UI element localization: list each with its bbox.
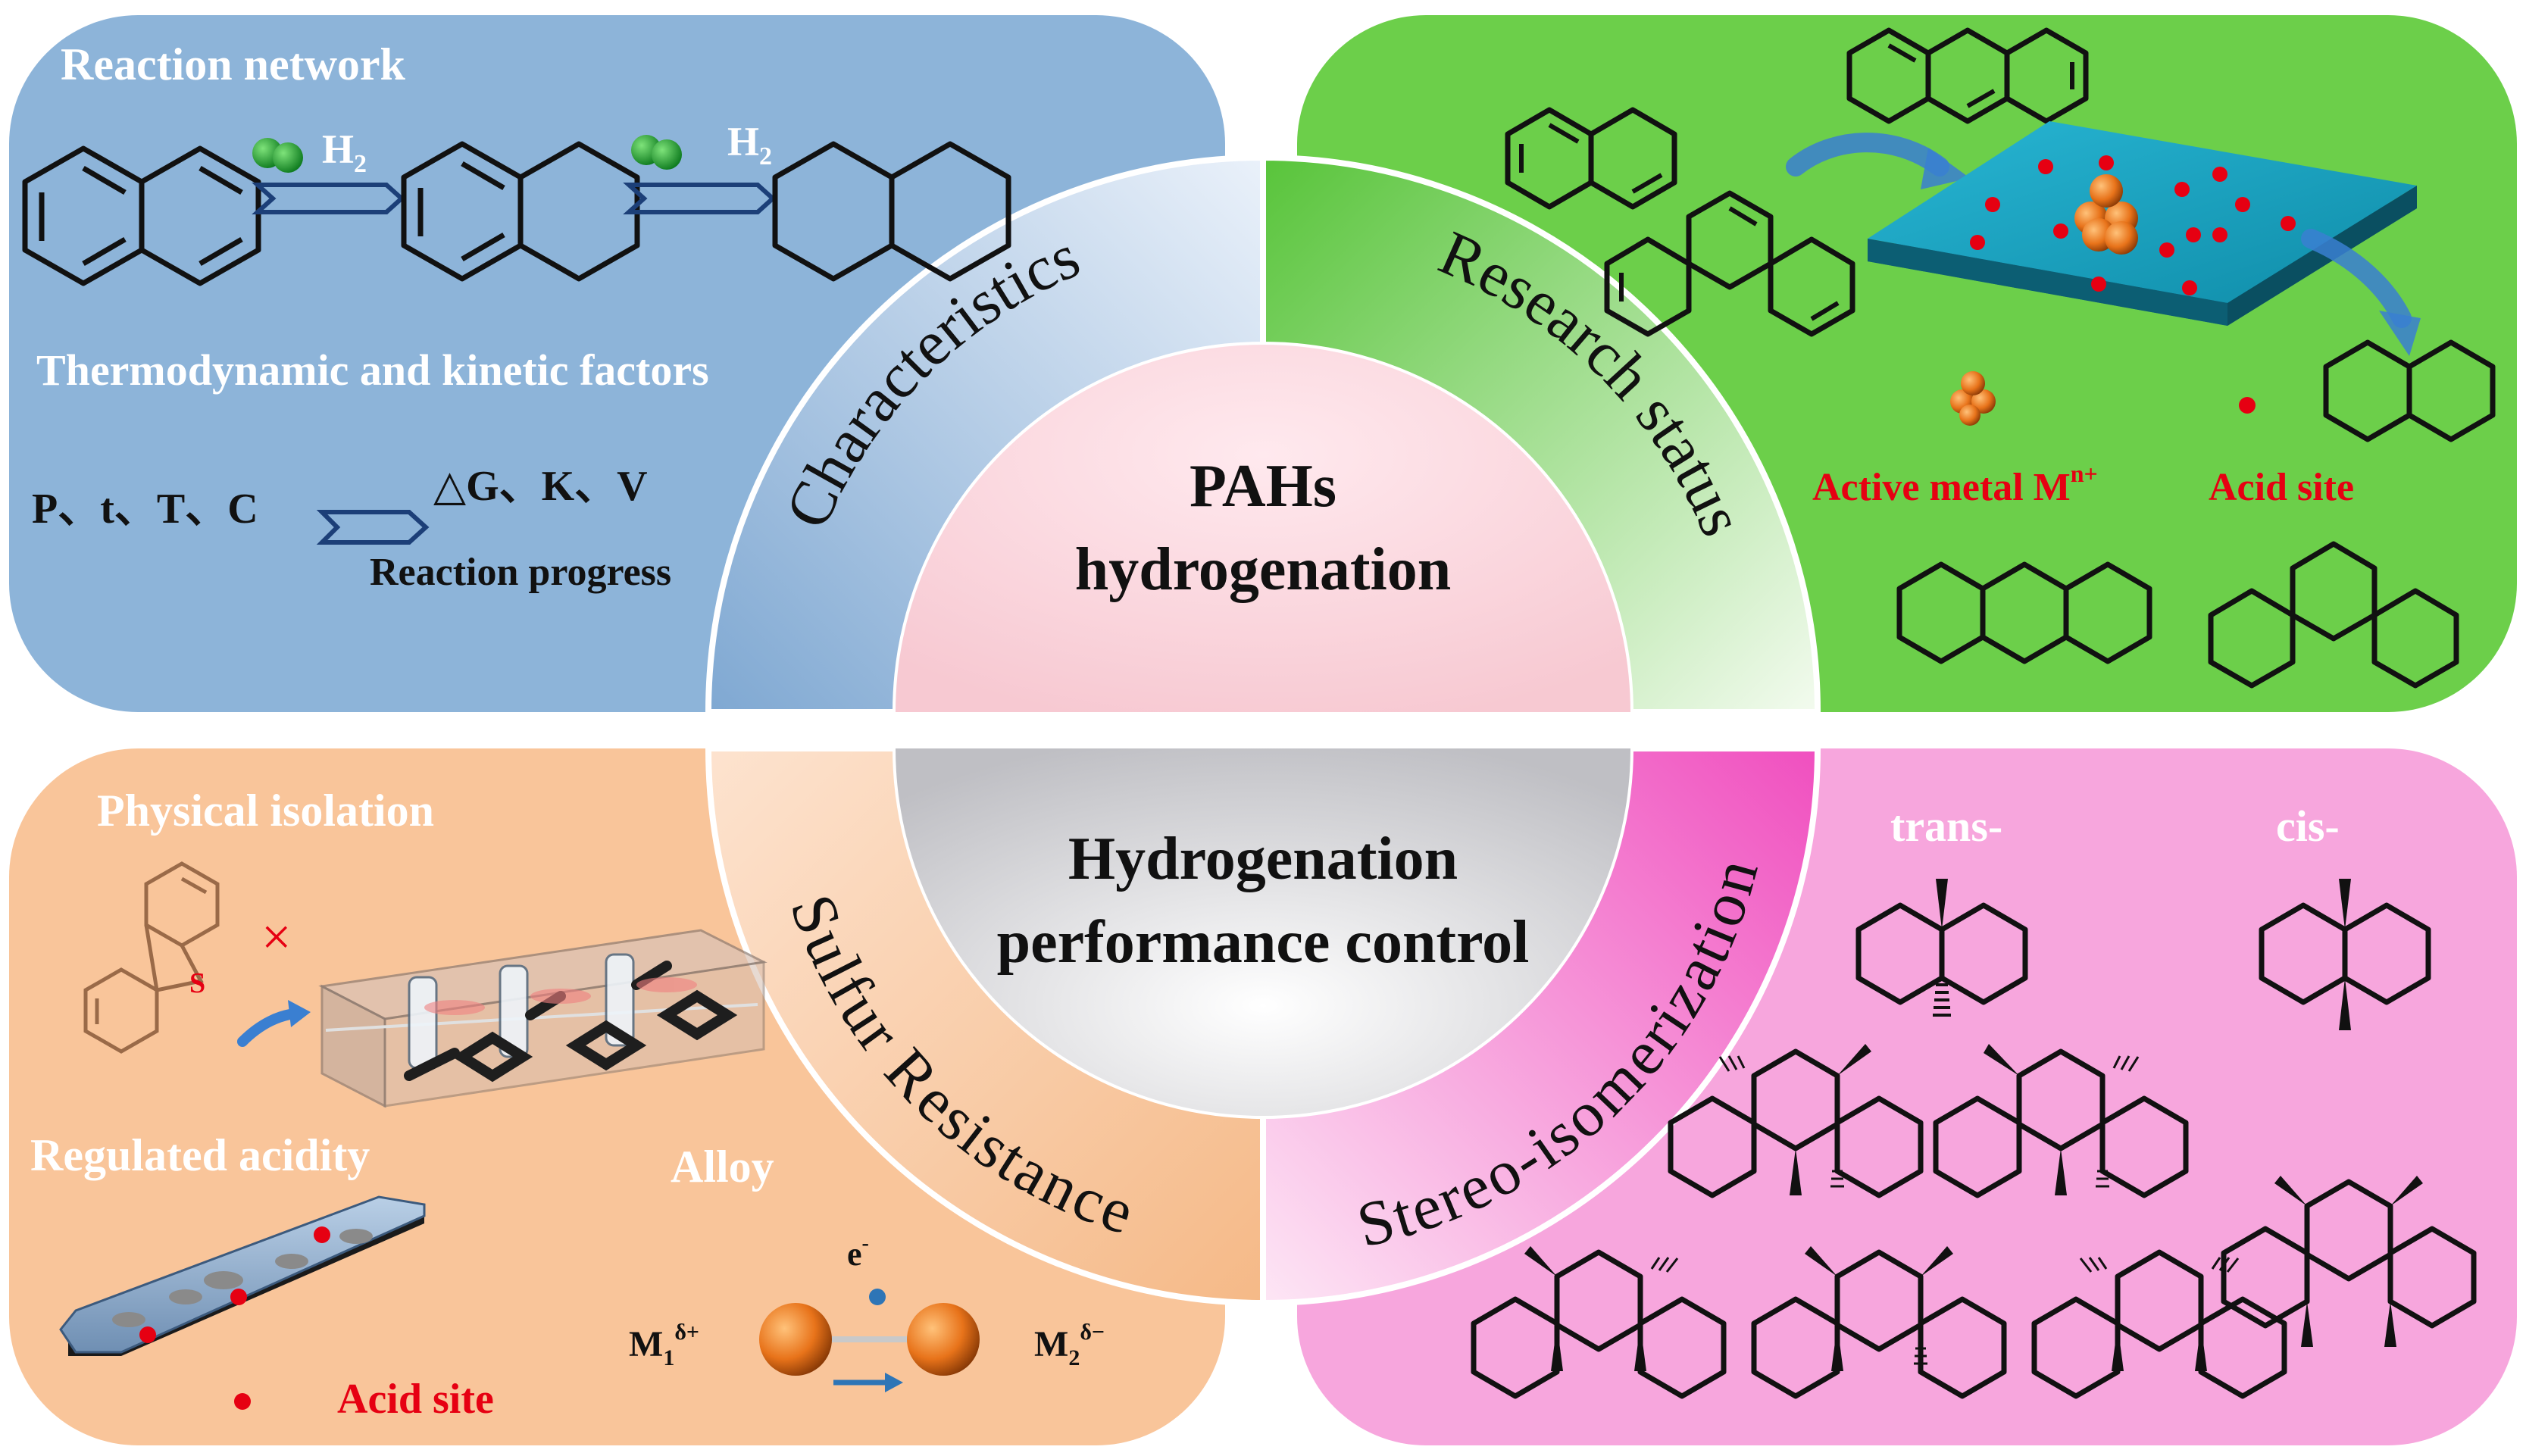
hydrogen-molecule-icon [631, 135, 682, 170]
curved-arrow-head [2379, 311, 2421, 356]
perhydrophenanthrene-structure [2208, 541, 2459, 689]
acid-site-dots [1970, 155, 2296, 295]
center-top-semicircle [896, 345, 1630, 712]
porous-framework-icon [318, 929, 767, 1108]
perhydrophenanthrene-isomer [1668, 1044, 1924, 1198]
electron-dot-icon [869, 1289, 886, 1305]
perhydroanthracene-structure [1896, 561, 2152, 664]
outcomes-label: △G、K、V [433, 463, 648, 510]
perhydrophenanthrene-isomer [1751, 1246, 2007, 1399]
curved-arrow-head [1921, 148, 1970, 189]
perhydrophenanthrene-isomer [1471, 1246, 1727, 1399]
hollow-arrow-icon [316, 510, 430, 545]
naphthalene-structure [1505, 107, 1677, 210]
curved-arrow-head [288, 1000, 311, 1027]
center-bottom-semicircle [896, 748, 1630, 1116]
tetralin-structure [401, 141, 640, 282]
regulated-acidity-label: Regulated acidity [30, 1130, 370, 1180]
acid-site-dot-icon [2239, 397, 2256, 414]
active-metal-label: Active metal Mn+ [1812, 460, 2098, 509]
anthracene-structure [1846, 27, 2089, 124]
center-title-hydrogenation: hydrogenation [1075, 536, 1451, 603]
hollow-arrow-icon [252, 183, 405, 214]
m1-label: M1δ+ [629, 1320, 699, 1370]
perhydrophenanthrene-isomer [2221, 1176, 2477, 1347]
metal-cluster-icon [1950, 371, 1996, 426]
phenanthrene-structure [1604, 190, 1855, 337]
hydrogen-molecule-icon [252, 138, 303, 173]
decalin-structure [2323, 339, 2496, 442]
center-hub [705, 154, 1821, 1307]
cross-mark-icon: × [261, 908, 291, 967]
electron-transfer-arrowhead [885, 1373, 903, 1392]
variables-label: P、t、T、C [32, 486, 258, 533]
h2-label-2: H2 [727, 119, 772, 170]
sulfur-atom-label: S [189, 967, 205, 999]
trans-label: trans- [1890, 801, 2002, 851]
catalyst-plate-icon [1868, 121, 2417, 326]
acid-site-label-bottom: Acid site [337, 1376, 494, 1423]
physical-isolation-label: Physical isolation [97, 786, 434, 836]
support-bar-icon [59, 1195, 426, 1356]
curved-arrow-icon [1786, 133, 1949, 177]
metal-cluster-icon [2074, 174, 2138, 255]
cis-label: cis- [2276, 801, 2340, 851]
decalin-structure [772, 141, 1011, 282]
alloy-sphere-icon [759, 1303, 832, 1376]
cis-decalin-structure [2259, 879, 2431, 1030]
reaction-progress-label: Reaction progress [370, 551, 671, 594]
h2-label-1: H2 [322, 127, 367, 178]
acid-site-label-top: Acid site [2209, 466, 2354, 509]
center-title-pahs: PAHs [1190, 453, 1336, 520]
electron-label: e- [847, 1232, 869, 1273]
m2-label: M2δ− [1034, 1320, 1105, 1370]
trans-decalin-structure [1855, 879, 2028, 1017]
alloy-label: Alloy [671, 1142, 774, 1192]
hollow-arrow-icon [623, 183, 777, 214]
perhydrophenanthrene-isomer [1933, 1044, 2189, 1198]
perhydrophenanthrene-isomer [2031, 1249, 2287, 1399]
center-title-performance-control: performance control [997, 909, 1530, 976]
center-title-hydrogenation-control: Hydrogenation [1068, 826, 1458, 892]
factors-title: Thermodynamic and kinetic factors [36, 345, 709, 395]
naphthalene-structure [22, 145, 261, 286]
acid-site-dot-icon [234, 1393, 251, 1410]
alloy-sphere-icon [907, 1303, 980, 1376]
curved-arrow-icon [2301, 229, 2412, 328]
reaction-network-label: Reaction network [61, 39, 406, 89]
dibenzothiophene-structure [83, 861, 220, 1054]
